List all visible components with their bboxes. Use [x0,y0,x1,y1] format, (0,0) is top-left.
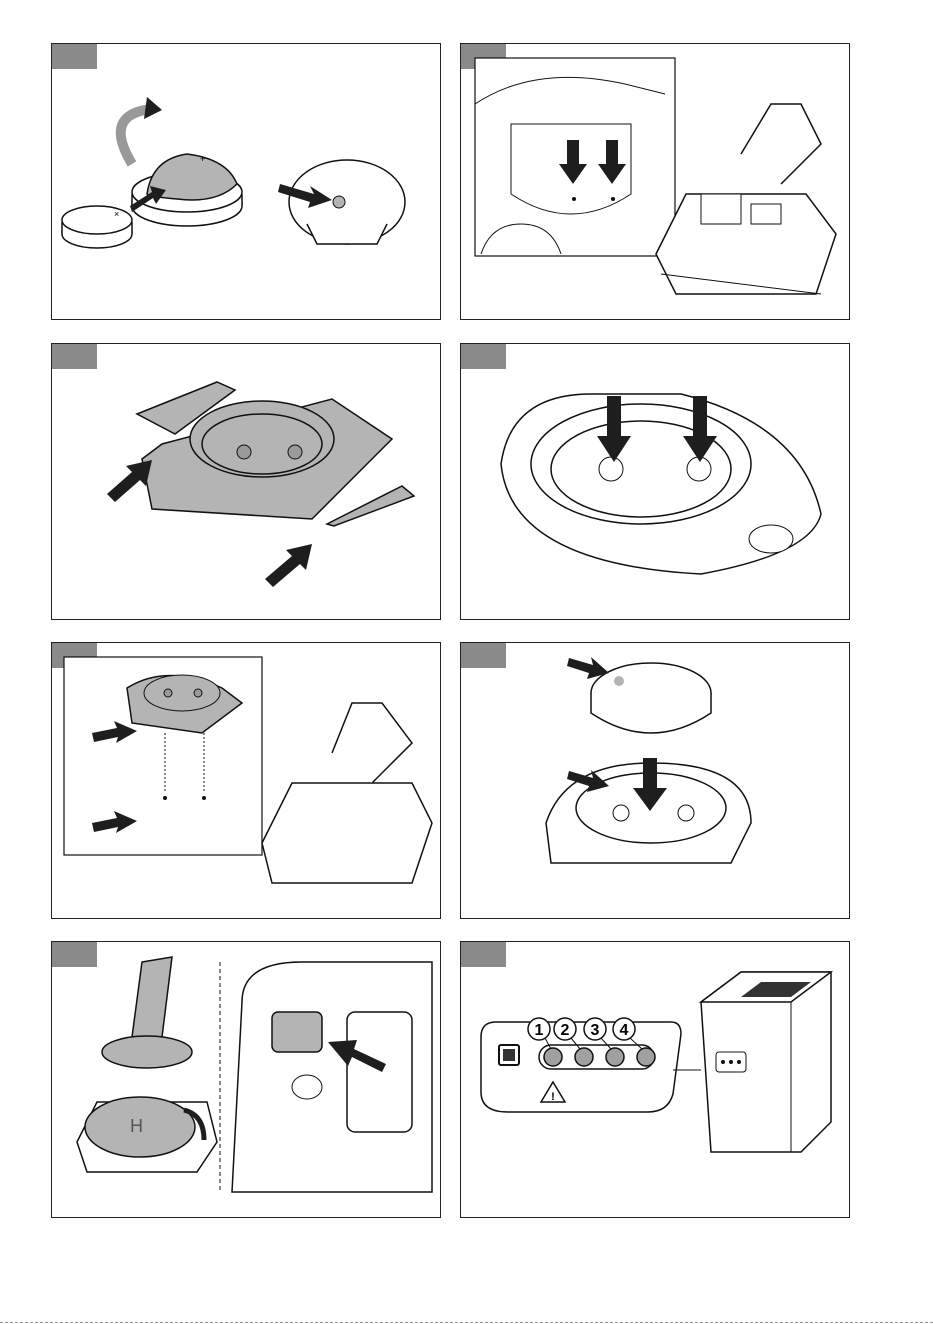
adapter-on-charger-illustration [52,643,442,920]
svg-text:×: × [114,209,119,219]
svg-text:H: H [130,1116,143,1136]
figure-panel-3 [51,343,441,620]
led-2 [575,1048,593,1066]
adapter-plate-pins-illustration [461,344,851,621]
led-1 [544,1048,562,1066]
svg-text:!: ! [551,1091,555,1103]
led-number-3: 3 [591,1022,600,1039]
led-number-2: 2 [561,1022,570,1039]
led-number-4: 4 [620,1022,629,1039]
adapter-plate-assembly-illustration [52,344,442,621]
battery-led-indicator-illustration: 1 2 3 4 ! [461,942,851,1219]
figure-panel-7: H [51,941,441,1218]
figure-panel-8: 1 2 3 4 ! [460,941,850,1218]
svg-text:+: + [200,154,205,164]
led-number-1: 1 [535,1022,544,1039]
page-bottom-edge [0,1322,933,1323]
figure-panel-1: × + [51,43,441,320]
figure-panel-2 [460,43,850,320]
battery-and-cap-illustration: × + [52,44,442,321]
figure-panel-4 [460,343,850,620]
led-4 [637,1048,655,1066]
key-tool-and-machine-slot-illustration: H [52,942,442,1219]
charger-base-install-illustration [461,44,851,321]
led-3 [606,1048,624,1066]
figure-panel-6 [460,642,850,919]
figure-panel-5 [51,642,441,919]
cap-onto-adapter-illustration [461,643,851,920]
